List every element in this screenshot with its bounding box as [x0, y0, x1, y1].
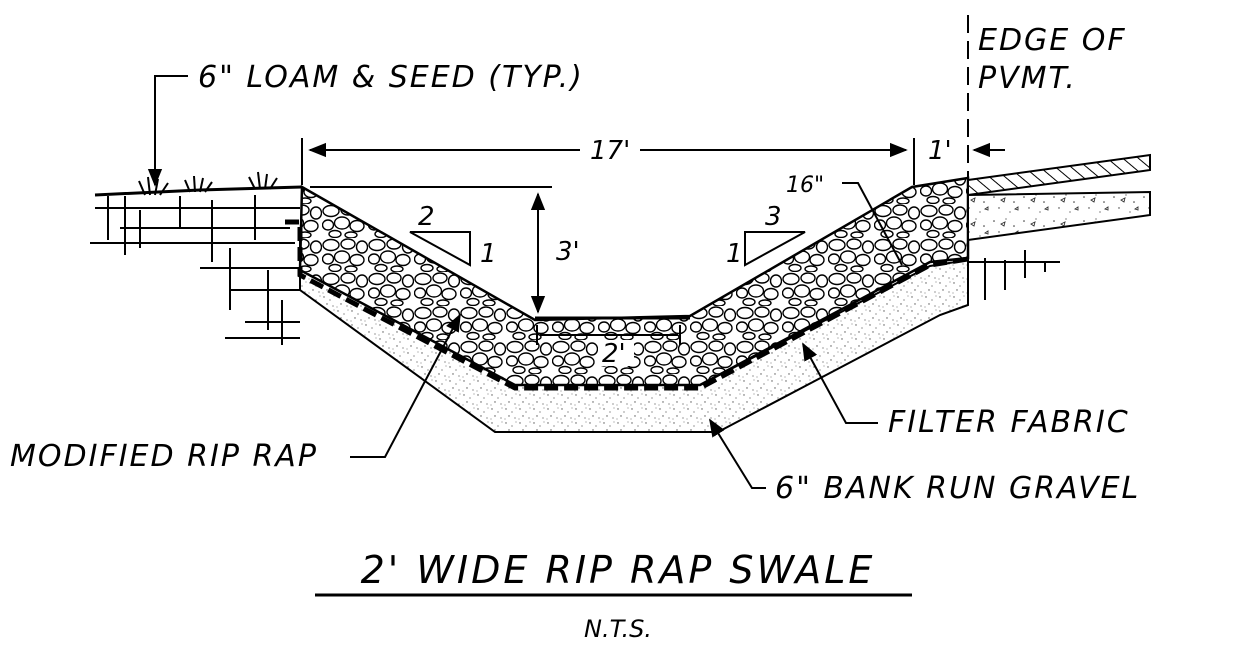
- slope-right-run: 3: [765, 202, 782, 232]
- edge-of-pvmt-line2: PVMT.: [978, 61, 1077, 96]
- existing-ground-right: [968, 250, 1060, 300]
- filter-fabric-label: FILTER FABRIC: [888, 405, 1130, 440]
- edge-of-pvmt-line1: EDGE OF: [978, 23, 1127, 58]
- dim-2-label: 2': [602, 339, 626, 369]
- pavement-base: [967, 190, 1151, 242]
- modified-rip-rap-label: MODIFIED RIP RAP: [10, 439, 318, 474]
- bank-run-gravel-leader: [709, 418, 766, 489]
- filter-fabric-leader: [802, 342, 878, 424]
- existing-ground-left: [90, 195, 300, 345]
- modified-rip-rap-leader: [350, 313, 461, 458]
- slope-left-run: 2: [418, 202, 435, 232]
- slope-left-rise: 1: [480, 239, 497, 269]
- filter-fabric-line: [285, 219, 969, 391]
- dim-2-label-bg: [598, 340, 634, 366]
- loam-seed-label: 6" LOAM & SEED (TYP.): [198, 60, 584, 95]
- grass-tufts: [138, 171, 278, 196]
- slope-triangle-right: [744, 231, 806, 267]
- dim-16-leader: [842, 182, 903, 266]
- loam-seed-leader: [147, 75, 188, 187]
- pavement-surface-hatch: [967, 153, 1151, 197]
- dim-1-label: 1': [928, 136, 952, 166]
- dim-3-label: 3': [556, 237, 580, 267]
- dim-16-label: 16": [786, 173, 824, 198]
- scale-note: N.T.S.: [584, 615, 652, 643]
- dim-17-label: 17': [590, 136, 630, 166]
- drawing-title: 2' WIDE RIP RAP SWALE: [361, 548, 876, 592]
- slope-triangle-left: [409, 231, 471, 267]
- bank-run-gravel-label: 6" BANK RUN GRAVEL: [775, 471, 1140, 506]
- slope-right-rise: 1: [726, 239, 743, 269]
